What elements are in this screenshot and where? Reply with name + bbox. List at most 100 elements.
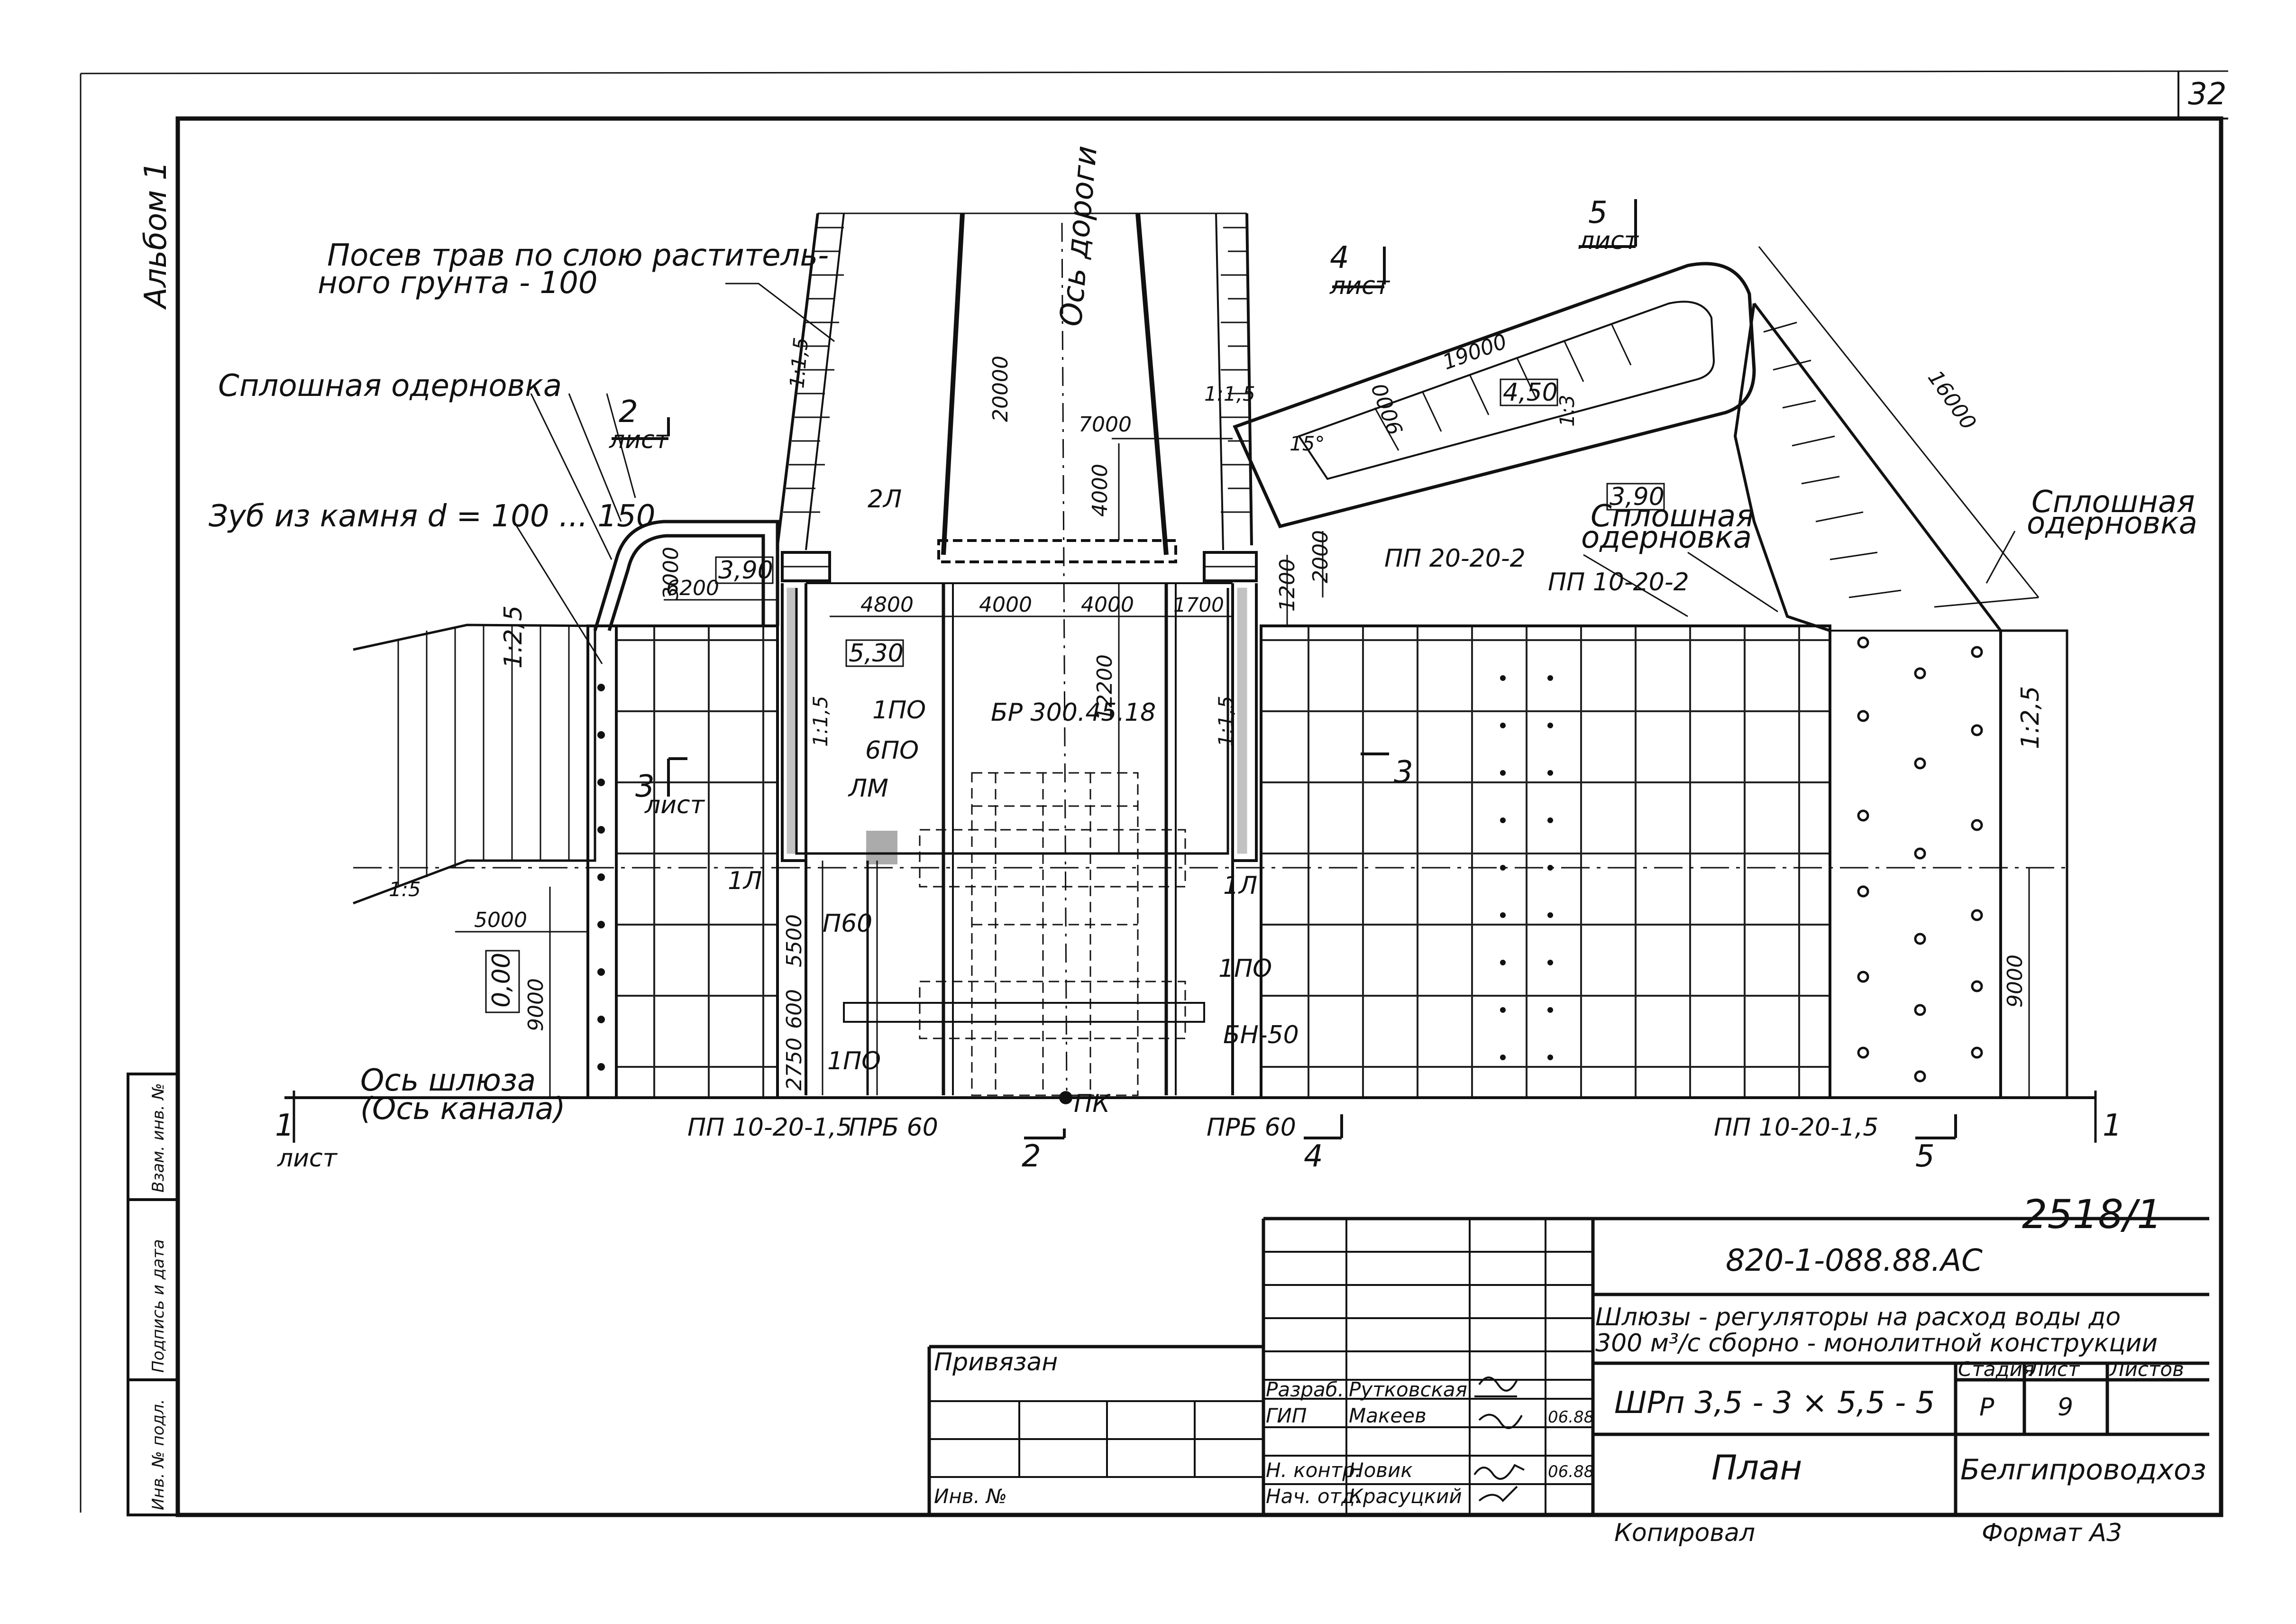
section-2-list: лист <box>609 426 670 454</box>
dim-1200: 1200 <box>1275 559 1299 612</box>
grass-callout-1: Посев трав по слою раститель- <box>327 238 829 273</box>
section-1-right: 1 <box>2103 1108 2122 1143</box>
mark-1PO-b: 1ПО <box>1218 954 1272 983</box>
section-3-right: 3 <box>1394 755 1413 790</box>
level-530: 5,30 <box>849 639 904 668</box>
stone-tooth-callout: Зуб из камня d = 100 ... 150 <box>209 499 656 534</box>
mark-BN50: БН-50 <box>1223 1021 1299 1049</box>
dim-600: 600 <box>782 989 806 1029</box>
mark-BR: БР 300.45.18 <box>991 698 1156 727</box>
tb-sheet-h: Лист <box>2028 1358 2080 1381</box>
section-4-num: 4 <box>1330 240 1349 275</box>
right-embankment <box>1733 303 2002 632</box>
dim-2000: 2000 <box>1308 530 1333 583</box>
section-3-num: 3 <box>635 769 655 804</box>
tb-sheet: 9 <box>2058 1393 2073 1422</box>
lock-axis-2: (Ось канала) <box>360 1092 566 1127</box>
section-1-left: 1 <box>275 1108 294 1143</box>
page-number: 32 <box>2188 77 2226 112</box>
slope-15-d: 1:1,5 <box>1214 696 1237 747</box>
dim-3000: 3000 <box>659 547 683 600</box>
dim-4000b: 4000 <box>1081 593 1134 617</box>
mark-PP10-right: ПП 10-20-1,5 <box>1714 1113 1878 1142</box>
dim-19000: 19000 <box>1439 330 1510 375</box>
tb-date-3: 06.88 <box>1548 1462 1594 1481</box>
section-5-num: 5 <box>1588 195 1608 230</box>
tb-title-1: Шлюзы - регуляторы на расход воды до <box>1595 1303 2121 1331</box>
dim-20000: 20000 <box>988 356 1013 422</box>
dim-7000: 7000 <box>1079 413 1132 437</box>
signatures <box>1473 1376 1525 1502</box>
mark-6PO: 6ПО <box>865 736 919 765</box>
dim-9000rr: 9000 <box>2003 954 2027 1008</box>
mark-1PO-a: 1ПО <box>872 696 926 725</box>
dim-5000: 5000 <box>474 908 527 932</box>
tb-stage-h: Стадия <box>1958 1358 2034 1381</box>
tb-name-2: Новик <box>1349 1459 1413 1482</box>
section-5-list: лист <box>1578 227 1639 255</box>
tb-org: Белгипроводхоз <box>1960 1453 2206 1486</box>
side-stamp <box>127 1073 179 1516</box>
level-450: 4,50 <box>1503 378 1558 407</box>
album-label: Альбом 1 <box>138 161 174 310</box>
lower-chamber <box>805 831 1234 1095</box>
section-4-bottom: 4 <box>1304 1139 1323 1174</box>
solid-sod-right-2: одерновка <box>2027 506 2197 541</box>
left-embankment <box>353 624 596 905</box>
tb-kopiroval: Копировал <box>1614 1519 1755 1547</box>
mark-P60: П60 <box>823 909 872 938</box>
left-upper-wall <box>593 520 779 632</box>
axes <box>284 867 2097 1143</box>
slope-25-right: 1:2,5 <box>2016 686 2045 749</box>
dim-4000v: 4000 <box>1088 464 1112 517</box>
upper-pool <box>1233 262 1756 529</box>
slope-15-a: 1:1,5 <box>785 336 813 389</box>
tb-stage: Р <box>1979 1393 1994 1422</box>
mark-2L: 2Л <box>868 485 902 514</box>
tb-name-0: Рутковская <box>1349 1378 1467 1401</box>
slope-15-c: 1:1,5 <box>809 696 832 747</box>
side-stamp-sign: Подпись и дата <box>149 1239 168 1373</box>
mark-PP10-left: ПП 10-20-1,5 <box>687 1113 852 1142</box>
right-panel-marks <box>1500 675 1553 1060</box>
section-1-left-list: лист <box>277 1144 338 1173</box>
right-panel-field <box>1260 624 1831 1099</box>
slope-3: 1:3 <box>1555 395 1579 427</box>
tb-role-2: Н. контр. <box>1266 1459 1361 1482</box>
dim-angle: 15° <box>1290 432 1325 455</box>
side-stamp-replace: Взам. инв. № <box>149 1083 168 1193</box>
section-2-num: 2 <box>619 395 638 430</box>
dim-6200: 6200 <box>666 576 719 600</box>
central-chamber <box>781 582 1258 1095</box>
mark-1L-a: 1Л <box>728 867 762 895</box>
lock-axis-1: Ось шлюза <box>360 1063 536 1098</box>
tb-role-1: ГИП <box>1266 1404 1307 1427</box>
slope-25-left: 1:2,5 <box>499 606 528 669</box>
chamber-dashed-structure <box>919 772 1186 1096</box>
road-slope-hatch-right <box>1215 213 1251 551</box>
pk-marker <box>1059 1091 1072 1104</box>
right-sod-field <box>1829 630 2002 1099</box>
section-marks <box>612 199 1957 1139</box>
tb-title-2: 300 м³/с сборно - монолитной конструкции <box>1595 1329 2158 1358</box>
slope-5: 1:5 <box>389 878 421 901</box>
tb-date-1: 06.88 <box>1548 1408 1594 1427</box>
level-390-a: 3,90 <box>718 556 773 585</box>
tb-inv: Инв. № <box>934 1485 1007 1508</box>
tb-name-1: Макеев <box>1349 1404 1427 1427</box>
road-axis-label: Ось дороги <box>1053 144 1104 328</box>
title-block <box>927 1217 2209 1515</box>
tb-sheet-name: План <box>1711 1448 1802 1487</box>
tb-sheets-h: Листов <box>2109 1358 2184 1381</box>
section-3-list: лист <box>644 791 705 819</box>
side-stamp-inv: Инв. № подл. <box>149 1399 168 1510</box>
dim-16000: 16000 <box>1923 366 1981 434</box>
level-boxes <box>485 378 1665 1013</box>
pk-label: ПК <box>1074 1090 1111 1118</box>
tb-role-3: Нач. отд. <box>1266 1485 1361 1508</box>
section-4-list: лист <box>1329 272 1390 300</box>
dim-5500: 5500 <box>782 914 806 967</box>
dim-1700: 1700 <box>1173 593 1224 616</box>
section-5-bottom: 5 <box>1915 1139 1935 1174</box>
